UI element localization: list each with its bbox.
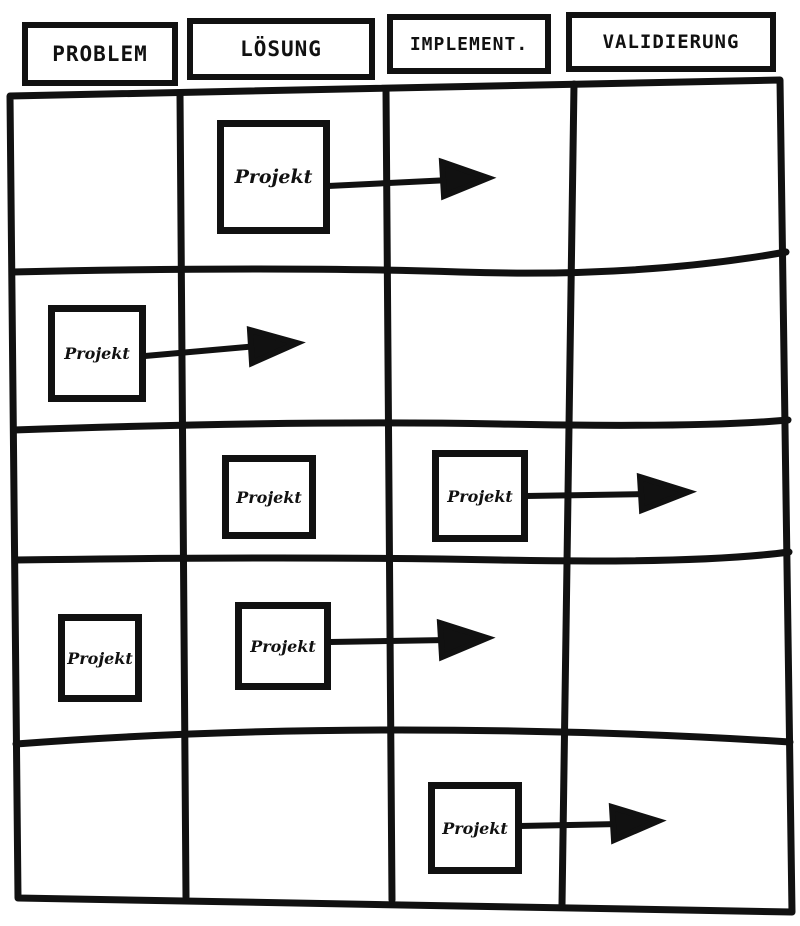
column-divider-2 [382, 86, 396, 904]
project-card[interactable]: Projekt [48, 305, 146, 402]
arrow-right-icon [246, 325, 306, 368]
project-card[interactable]: Projekt [428, 782, 522, 874]
board-outline [6, 76, 796, 916]
project-card[interactable]: Projekt [58, 614, 142, 702]
row-divider-1 [8, 248, 790, 277]
column-header-loesung: LÖSUNG [187, 18, 375, 80]
project-card[interactable]: Projekt [217, 120, 330, 234]
arrow-right-icon [438, 157, 497, 201]
arrow-right-icon [436, 618, 496, 662]
row-divider-2 [10, 416, 792, 434]
row-divider-4 [12, 726, 794, 748]
column-header-problem: PROBLEM [22, 22, 178, 86]
project-card[interactable]: Projekt [432, 450, 528, 542]
project-card[interactable]: Projekt [222, 455, 316, 539]
arrow-right-icon [608, 802, 667, 845]
column-header-implement: IMPLEMENT. [387, 14, 551, 74]
column-divider-1 [176, 90, 190, 901]
row-divider-3 [11, 548, 793, 565]
project-card[interactable]: Projekt [235, 602, 331, 690]
arrow-right-icon [636, 472, 698, 515]
column-header-validierung: VALIDIERUNG [566, 12, 776, 72]
